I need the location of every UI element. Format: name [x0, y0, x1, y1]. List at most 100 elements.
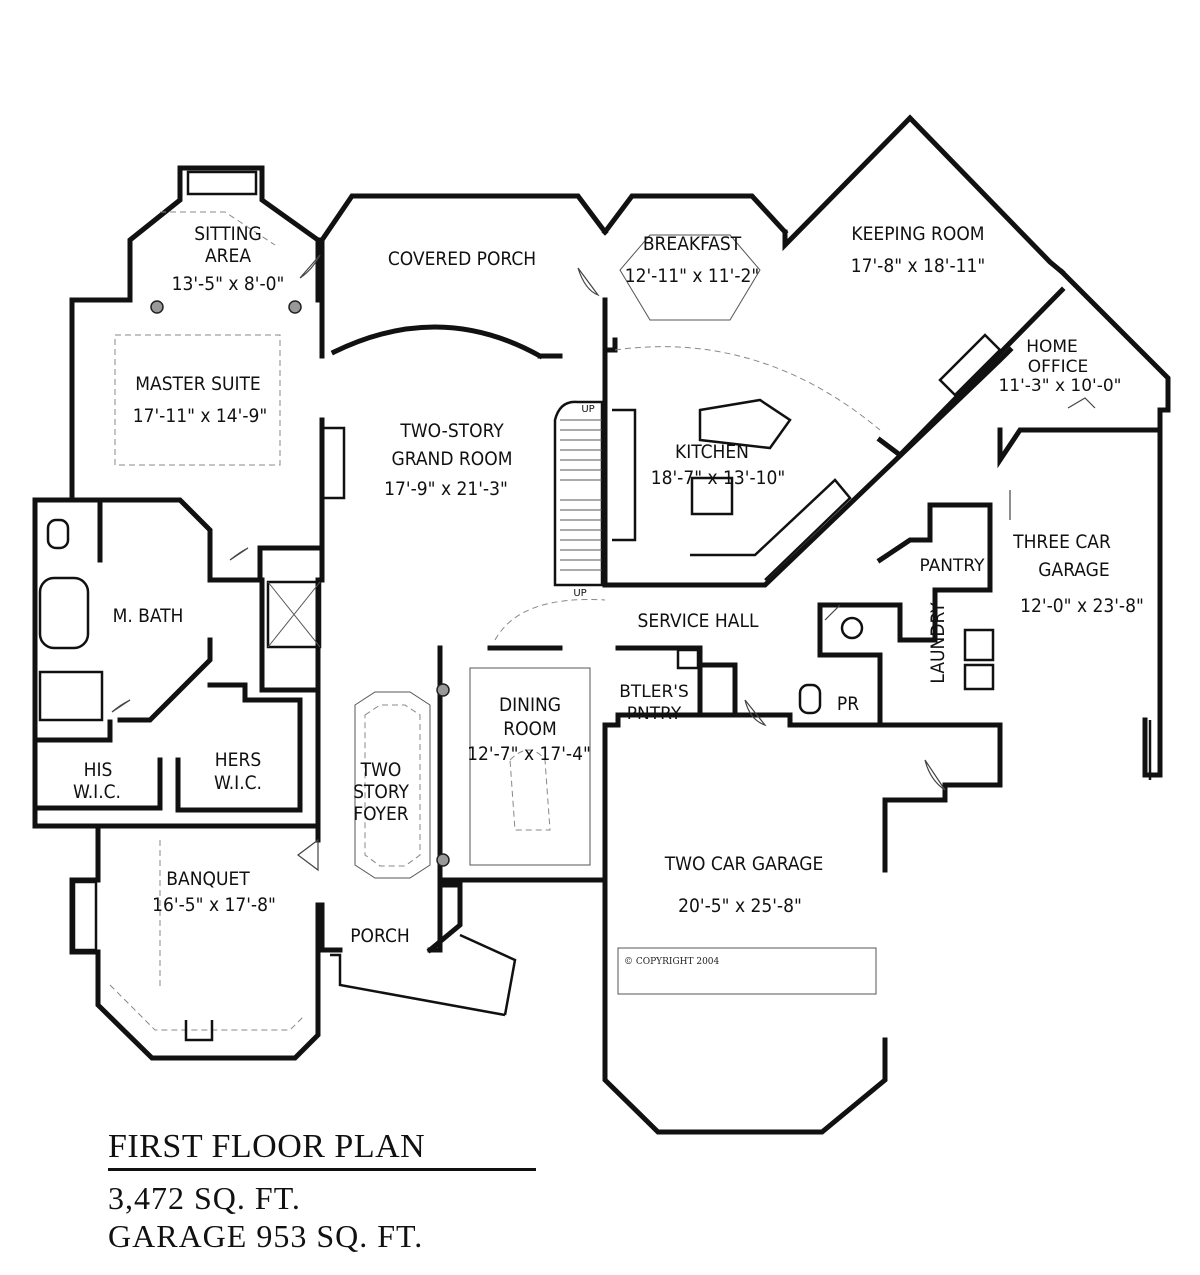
- dining-room-dims: 12'-7" x 17'-4": [467, 743, 591, 765]
- service-hall-label: SERVICE HALL: [638, 610, 759, 632]
- keeping-room-label: KEEPING ROOM: [851, 223, 984, 245]
- grand-room-label-2: GRAND ROOM: [392, 448, 513, 470]
- kitchen-label: KITCHEN: [675, 441, 749, 463]
- wall-entry-left: [319, 902, 343, 953]
- stair-up-label-top: UP: [581, 404, 594, 415]
- sitting-area-label-1: SITTING: [194, 223, 262, 245]
- wall-breakfast-bay: [601, 193, 789, 236]
- laundry-sink: [963, 628, 995, 662]
- laundry-appliance: [963, 663, 995, 691]
- two-car-garage-label: TWO CAR GARAGE: [664, 853, 824, 875]
- office-cabinet: [938, 333, 1002, 397]
- banquet-ceiling: [109, 840, 306, 1031]
- sitting-area-label-2: AREA: [205, 245, 251, 267]
- wall-garage-step: [882, 767, 1003, 873]
- breakfast-dims: 12'-11" x 11'-2": [625, 265, 760, 287]
- grand-room-dims: 17'-9" x 21'-3": [384, 478, 508, 500]
- wall-laundry: [877, 722, 1003, 773]
- home-office-label-1: HOME: [1026, 337, 1078, 357]
- bathtub: [38, 576, 90, 650]
- wall-keeping-wing: [782, 114, 1066, 276]
- dining-room-label-1: DINING: [499, 694, 561, 716]
- service-arc: [494, 599, 606, 641]
- dining-room-label-2: ROOM: [503, 718, 557, 740]
- wall-master-bath: [69, 497, 325, 583]
- banquet-dims: 16'-5" x 17'-8": [152, 894, 276, 916]
- plan-square-footage: 3,472 SQ. FT.: [108, 1180, 301, 1216]
- sink-pr: [840, 616, 864, 640]
- wall-hers-wic: [175, 682, 303, 813]
- three-car-garage-label-2: GARAGE: [1038, 559, 1109, 581]
- master-suite-dims: 17'-11" x 14'-9": [133, 405, 268, 427]
- foyer-closet: [266, 580, 322, 649]
- kitchen-prep-island: [690, 476, 734, 516]
- sitting-area-dims: 13'-5" x 8'-0": [172, 273, 285, 295]
- sitting-ceiling: [160, 211, 276, 246]
- wall-service-right: [615, 712, 793, 728]
- his-wic-label-2: W.I.C.: [73, 781, 121, 803]
- wall-office-bottom: [997, 427, 1158, 469]
- room-labels: SITTING AREA 13'-5" x 8'-0" COVERED PORC…: [73, 223, 1144, 967]
- breakfast-table: [619, 234, 761, 321]
- column: [436, 683, 450, 697]
- wall-grand-left: [315, 417, 325, 843]
- wall-pantry: [876, 502, 993, 593]
- plan-title: FIRST FLOOR PLAN: [108, 1128, 426, 1165]
- foyer-octagon-inner: [364, 704, 421, 867]
- fireplace-banquet: [72, 880, 98, 952]
- wall-office-diagonal: [876, 286, 1066, 459]
- butlers-pantry-label-2: PNTRY: [627, 704, 682, 724]
- dining-table-outline: [469, 667, 591, 866]
- stair-up-label-bottom: UP: [573, 588, 586, 599]
- door-swings: [111, 254, 1096, 872]
- master-tray-ceiling: [114, 334, 281, 466]
- foyer-label-2: STORY: [353, 781, 409, 803]
- wall-office-right: [1058, 268, 1171, 778]
- foyer-label-1: TWO: [360, 759, 402, 781]
- kitchen-island: [698, 398, 792, 450]
- interior-walls: [32, 170, 1002, 1042]
- laundry-label: LAUNDRY: [927, 602, 949, 684]
- exterior-walls: [32, 114, 1171, 1135]
- title-rule: [108, 1168, 536, 1171]
- stair-outline: [553, 400, 604, 587]
- wall-bath-right: [117, 577, 321, 723]
- column: [288, 300, 302, 314]
- covered-porch-label: COVERED PORCH: [388, 248, 536, 270]
- copyright-text: © COPYRIGHT 2004: [624, 957, 720, 967]
- wall-grand-arch: [330, 324, 563, 360]
- foyer-octagon: [354, 691, 431, 879]
- kitchen-counter: [690, 478, 852, 581]
- toilet-pr: [798, 683, 822, 715]
- three-car-garage-label-1: THREE CAR: [1012, 531, 1111, 553]
- wall-kitchen-diagonal: [687, 346, 1014, 588]
- hers-wic-label-1: HERS: [215, 749, 261, 771]
- wall-laundry-top: [867, 587, 993, 643]
- dining-table-inner: [509, 749, 551, 831]
- entry-steps: [330, 933, 517, 1017]
- stair-treads: [560, 419, 602, 571]
- two-car-garage-dims: 20'-5" x 25'-8": [678, 895, 802, 917]
- three-car-garage-dims: 12'-0" x 23'-8": [1020, 595, 1144, 617]
- pr-label: PR: [837, 693, 859, 715]
- master-suite-label: MASTER SUITE: [135, 373, 260, 395]
- keeping-room-dims: 17'-8" x 18'-11": [851, 255, 986, 277]
- copyright-box: [617, 947, 877, 995]
- wall-porch-bay: [318, 193, 609, 244]
- wall-bath-bottom: [32, 719, 113, 743]
- wall-master-left: [32, 297, 133, 829]
- wall-entry-right: [426, 882, 463, 954]
- kitchen-dims: 18'-7" x 13'-10": [651, 467, 786, 489]
- m-bath-label: M. BATH: [113, 605, 184, 627]
- wall-banquet: [69, 823, 321, 1061]
- fireplace-sitting: [186, 170, 258, 196]
- shower: [38, 670, 104, 722]
- pantry-label: PANTRY: [919, 556, 985, 576]
- column: [150, 300, 164, 314]
- foyer-label-3: FOYER: [353, 803, 408, 825]
- home-office-label-2: OFFICE: [1028, 357, 1089, 377]
- butlers-pantry-label-1: BTLER'S: [619, 682, 689, 702]
- banquet-buffet: [184, 1020, 214, 1042]
- his-wic-label-1: HIS: [84, 759, 113, 781]
